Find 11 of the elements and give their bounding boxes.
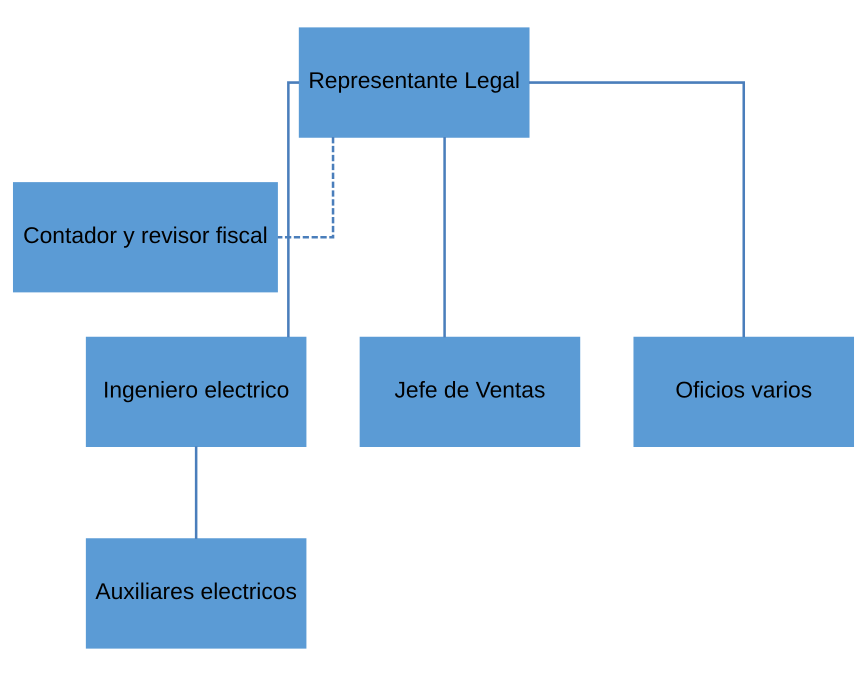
- connector: [278, 136, 334, 238]
- node-box: Contador y revisor fiscal: [12, 182, 278, 292]
- connector: [194, 446, 198, 538]
- node-box: Jefe de Ventas: [360, 336, 580, 447]
- connector: [443, 136, 446, 337]
- node-box: Ingeniero electrico: [86, 336, 306, 447]
- node-box: Oficios varios: [633, 336, 854, 447]
- node-box: Auxiliares electricos: [86, 538, 306, 648]
- node-box: Representante Legal: [298, 26, 530, 138]
- connector: [528, 80, 746, 337]
- connector: [287, 80, 300, 337]
